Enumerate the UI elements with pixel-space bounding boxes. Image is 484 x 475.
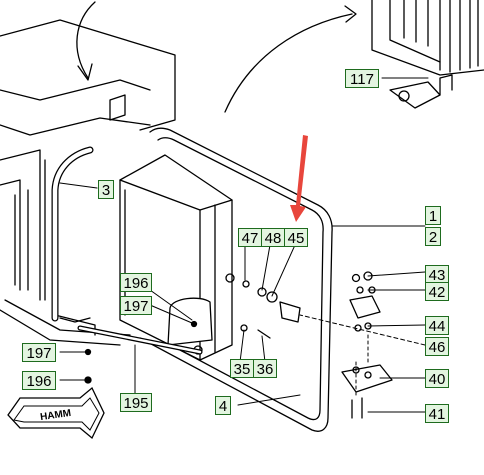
callout-45[interactable]: 45 [284, 228, 308, 247]
callout-35[interactable]: 35 [230, 359, 254, 378]
rotate-arrow-left [76, 1, 96, 79]
callout-46[interactable]: 46 [425, 337, 449, 356]
callout-42[interactable]: 42 [425, 282, 449, 301]
callout-40[interactable]: 40 [425, 369, 449, 388]
leader-lines [59, 77, 429, 413]
callout-3[interactable]: 3 [98, 180, 114, 199]
callout-195[interactable]: 195 [120, 393, 152, 412]
callout-41[interactable]: 41 [425, 404, 449, 423]
small-parts [225, 271, 393, 419]
callout-4[interactable]: 4 [215, 396, 231, 415]
pointer-arrow [290, 135, 308, 222]
rotate-arrow-right-head [344, 5, 357, 23]
bracket-plate [167, 297, 213, 346]
callout-197-lower[interactable]: 197 [22, 343, 56, 362]
callout-117[interactable]: 117 [345, 69, 379, 88]
callout-47[interactable]: 47 [238, 228, 262, 247]
callout-196-upper[interactable]: 196 [120, 273, 152, 292]
rotate-arrow-right [224, 13, 353, 113]
brand-logo: HAMM [7, 386, 105, 440]
rotate-arrow-left-head [77, 63, 93, 81]
callout-197-upper[interactable]: 197 [120, 296, 152, 315]
callout-1[interactable]: 1 [425, 206, 441, 225]
inset-hinge [371, 0, 484, 109]
callout-48[interactable]: 48 [261, 228, 285, 247]
callout-2[interactable]: 2 [425, 227, 441, 246]
callout-44[interactable]: 44 [425, 316, 449, 335]
callout-36[interactable]: 36 [253, 359, 277, 378]
door-frame [139, 127, 333, 432]
brand-logo-text: HAMM [39, 408, 71, 423]
callout-196-lower[interactable]: 196 [22, 371, 56, 390]
